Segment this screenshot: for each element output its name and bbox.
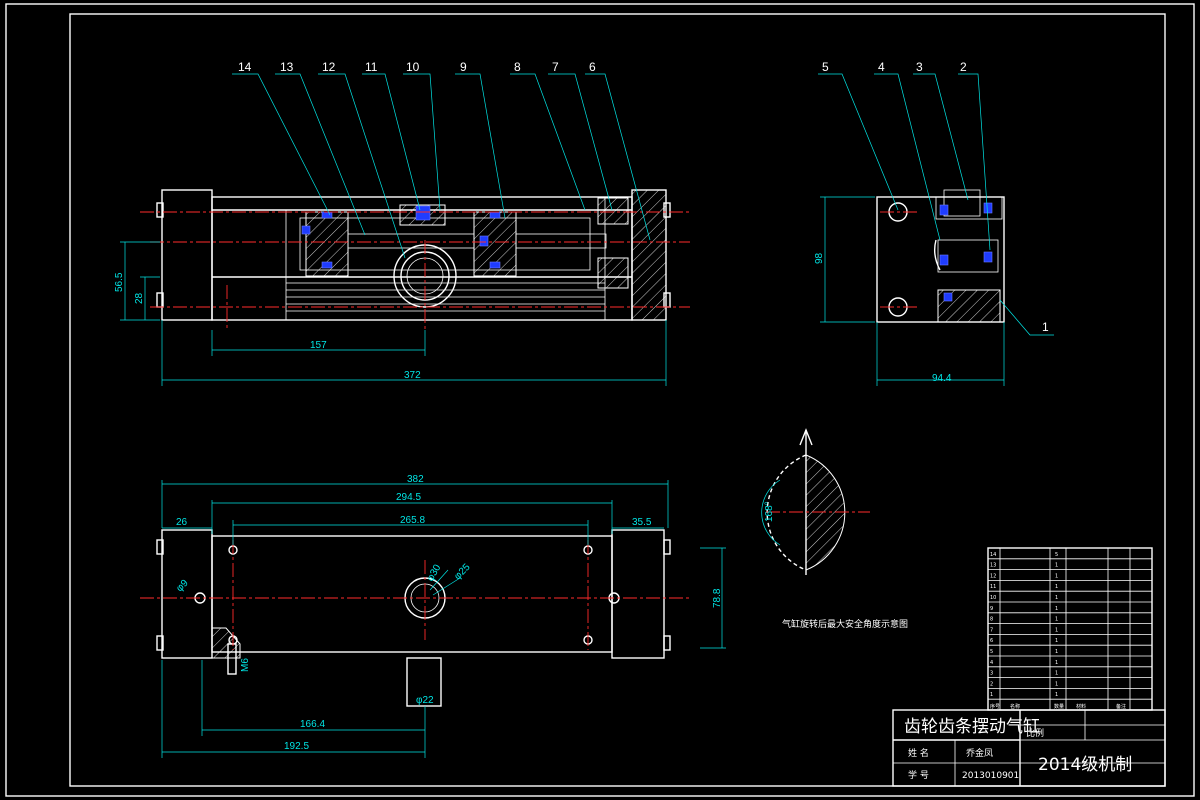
part-label-5: 5 [822,60,829,74]
parts-header-cell: 名称 [1010,703,1020,710]
parts-row-qty: 1 [1055,627,1058,633]
part-label-13: 13 [280,60,294,74]
part-label-7: 7 [552,60,559,74]
part-label-4: 4 [878,60,885,74]
section-caption: 气缸旋转后最大安全角度示意图 [782,618,908,630]
parts-row-no: 10 [990,595,996,601]
parts-header-cell: 备注 [1116,703,1126,710]
parts-row-qty: 1 [1055,638,1058,644]
part-label-1: 1 [1042,320,1049,334]
name-value: 乔金凤 [966,747,993,759]
parts-row-qty: 1 [1055,584,1058,590]
scale-label: 比例 [1026,727,1044,739]
dim-top-192-5: 192.5 [284,741,309,752]
parts-row-no: 11 [990,584,996,590]
parts-row-qty: 1 [1055,681,1058,687]
dim-front-28: 28 [134,292,145,304]
parts-row-no: 2 [990,681,993,687]
part-label-10: 10 [406,60,420,74]
dim-shaft-phi22: φ22 [416,695,434,706]
parts-row-no: 6 [990,638,993,644]
parts-row-qty: 1 [1055,692,1058,698]
dim-thread-m6: M6 [240,658,251,672]
parts-row-no: 14 [990,552,996,558]
drawing-frame [69,13,1166,787]
parts-header-cell: 数量 [1054,703,1064,710]
parts-row-qty: 1 [1055,563,1058,569]
parts-row-no: 13 [990,563,996,569]
dim-front-157: 157 [310,340,327,351]
parts-row-no: 5 [990,649,993,655]
part-label-9: 9 [460,60,467,74]
dim-hole-phi30: φ30 [425,562,444,583]
drawing-title: 齿轮齿条摆动气缸 [904,716,1040,737]
parts-row-no: 7 [990,627,993,633]
name-label: 姓 名 [908,747,929,759]
class-text: 2014级机制 [1038,755,1132,775]
part-label-8: 8 [514,60,521,74]
side-view [818,73,1054,386]
parts-row-qty: 1 [1055,649,1058,655]
dim-front-372: 372 [404,370,421,381]
id-label: 学 号 [908,769,929,781]
dim-top-35-5: 35.5 [632,517,652,528]
parts-row-qty: 1 [1055,573,1058,579]
dim-top-166-4: 166.4 [300,719,325,730]
dim-top-382: 382 [407,474,424,485]
parts-header-cell: 材料 [1076,703,1086,710]
parts-row-no: 9 [990,606,993,612]
part-label-2: 2 [960,60,967,74]
part-label-12: 12 [322,60,336,74]
part-label-14: 14 [238,60,252,74]
parts-row-qty: 1 [1055,617,1058,623]
parts-row-qty: 1 [1055,660,1058,666]
top-view [140,480,726,758]
part-label-6: 6 [589,60,596,74]
parts-row-no: 1 [990,692,993,698]
dim-hole-phi9: φ9 [174,578,191,595]
dim-side-94-4: 94.4 [932,373,952,384]
rotation-section [761,428,870,575]
dim-top-26: 26 [176,517,188,528]
dim-top-294-5: 294.5 [396,492,421,503]
parts-row-no: 12 [990,573,996,579]
front-leader-lines [232,73,651,259]
parts-row-no: 4 [990,660,993,666]
parts-row-no: 8 [990,617,993,623]
parts-row-qty: 1 [1055,671,1058,677]
part-label-3: 3 [916,60,923,74]
parts-row-qty: 1 [1055,606,1058,612]
title-block [892,709,1166,787]
parts-row-no: 3 [990,671,993,677]
dim-angle-168: 168° [764,501,775,522]
parts-row-qty: 5 [1055,552,1058,558]
id-value: 2013010901 [962,771,1019,781]
dim-top-78-8: 78.8 [712,588,723,608]
dim-hole-phi25: φ25 [452,562,473,583]
sheet-border [5,3,1195,797]
dim-top-265-8: 265.8 [400,515,425,526]
parts-row-qty: 1 [1055,595,1058,601]
part-label-11: 11 [365,60,378,74]
dim-side-98: 98 [814,252,825,264]
front-section-view [120,189,690,386]
parts-header-cell: 序号 [990,703,1000,710]
dim-front-56-5: 56.5 [114,272,125,292]
